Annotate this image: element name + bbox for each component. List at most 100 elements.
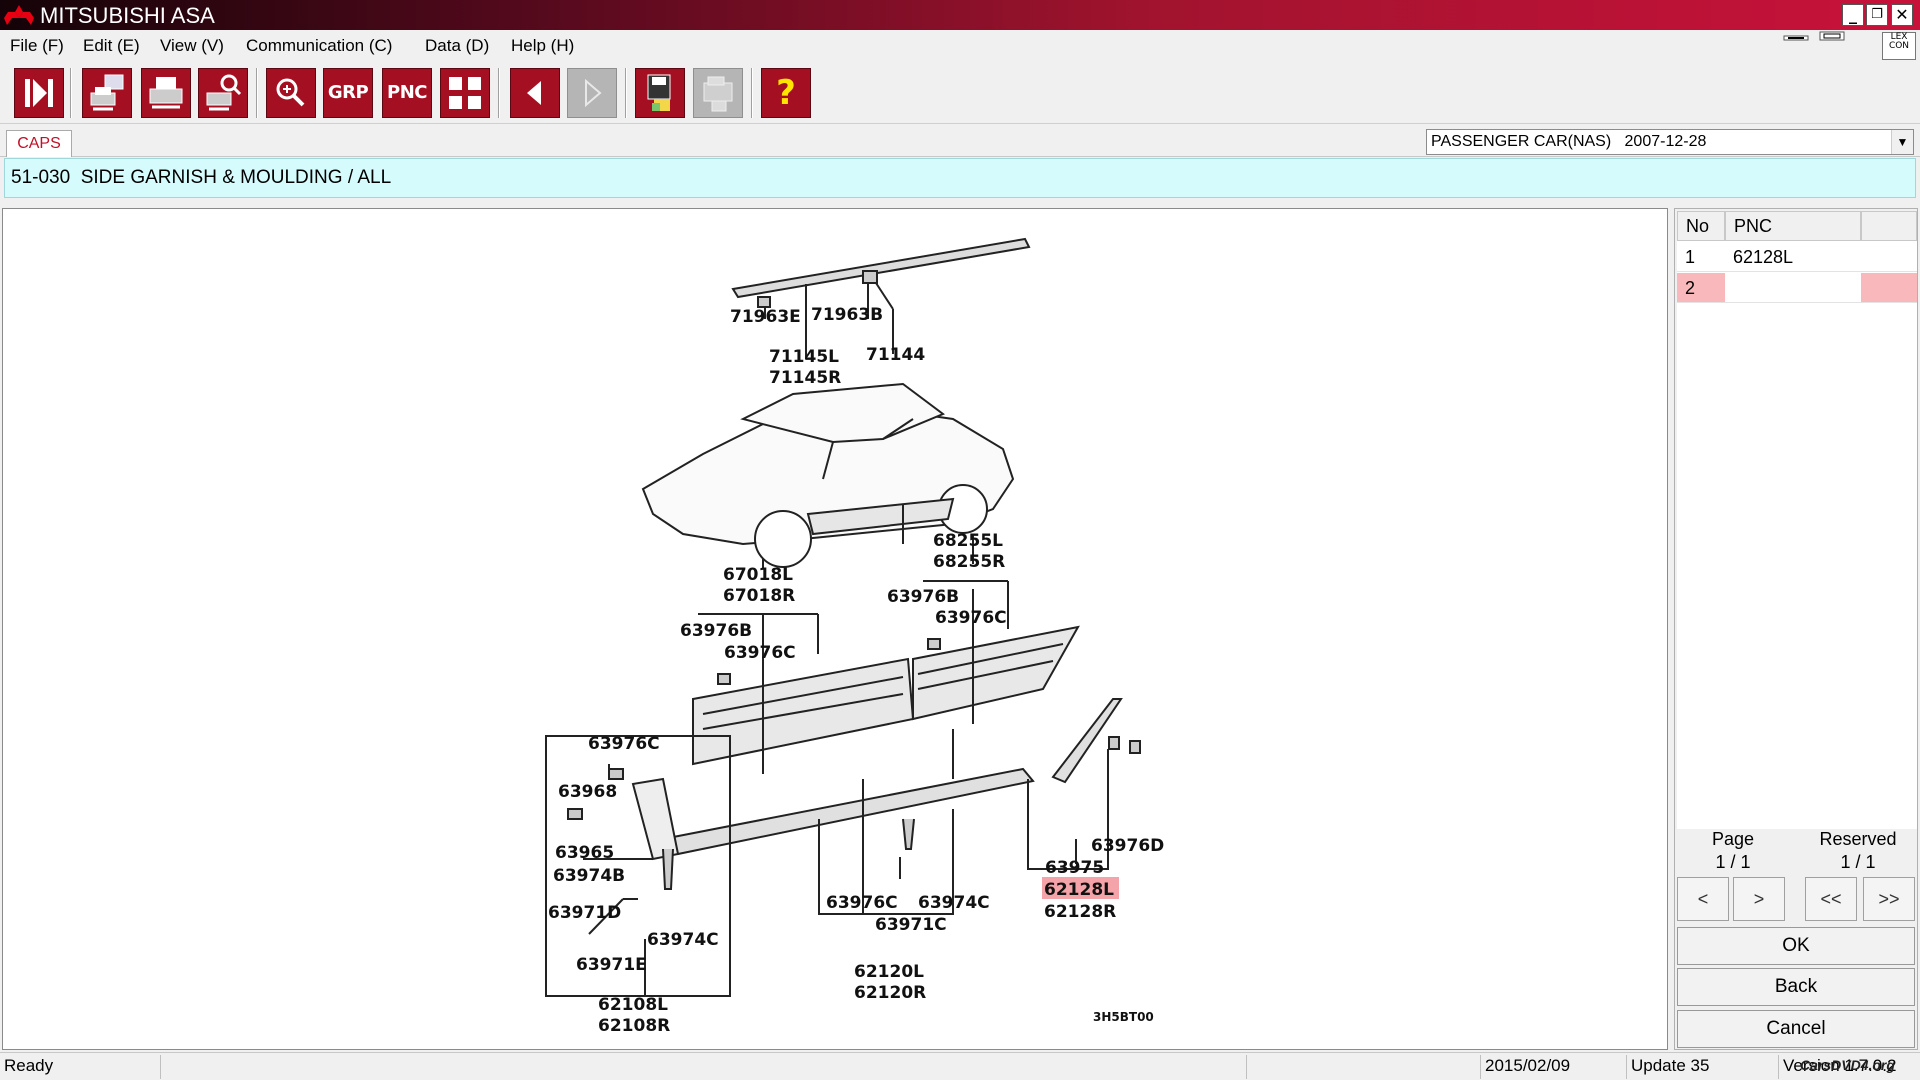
callout-62128r[interactable]: 62128R [1044,902,1116,922]
print-search-button[interactable] [198,68,248,118]
callout-62120l[interactable]: 62120L [854,962,924,982]
menu-file[interactable]: File (F) [10,36,64,55]
next-button[interactable] [567,68,617,118]
help-button[interactable]: ? [761,68,811,118]
callout-63974b[interactable]: 63974B [553,866,625,886]
callout-62108r[interactable]: 62108R [598,1016,670,1036]
table-row-1-no[interactable]: 1 [1677,242,1725,272]
model-select[interactable]: PASSENGER CAR(NAS) 2007-12-28 ▼ [1426,129,1914,155]
callout-63971e[interactable]: 63971E [576,955,647,975]
callout-63976d[interactable]: 63976D [1091,836,1164,856]
toolbar-separator [751,68,753,118]
column-header-pnc[interactable]: PNC [1725,211,1861,241]
callout-63971c[interactable]: 63971C [875,915,947,935]
save-icon [647,74,671,111]
minimize-button[interactable]: _ [1842,4,1864,26]
callout-71144[interactable]: 71144 [866,345,925,365]
callout-62108l[interactable]: 62108L [598,995,668,1015]
callout-63976c-right[interactable]: 63976C [935,608,1007,628]
grp-button[interactable]: GRP [323,68,373,118]
callout-63976b-left[interactable]: 63976B [680,621,752,641]
page-prev-button[interactable]: < [1677,877,1729,921]
menu-data[interactable]: Data (D) [425,36,490,55]
page-next-button[interactable]: > [1733,877,1785,921]
print-button[interactable] [141,68,191,118]
callout-63975[interactable]: 63975 [1045,858,1104,878]
grid-icon [449,77,481,109]
callout-63976c-center[interactable]: 63976C [826,893,898,913]
ok-button[interactable]: OK [1677,927,1915,965]
table-row-1-pnc[interactable]: 62128L [1725,242,1861,272]
back-button[interactable]: Back [1677,968,1915,1006]
grid-button[interactable] [440,68,490,118]
diagram-illustration[interactable]: 71963E 71963B 71145L 71145R 71144 68255L… [3,209,1667,1049]
section-title: 51-030 SIDE GARNISH & MOULDING / ALL [11,167,392,188]
restore-button[interactable]: ❐ [1866,4,1888,26]
arrow-left-icon [527,81,541,105]
close-button[interactable]: ✕ [1891,4,1913,26]
menu-help[interactable]: Help (H) [511,36,575,55]
menu-communication[interactable]: Communication (C) [246,36,393,55]
callout-62120r[interactable]: 62120R [854,983,926,1003]
table-row-2-pnc[interactable] [1725,273,1861,303]
table-row-2-no[interactable]: 2 [1677,273,1725,303]
illustration-code: 3H5BT00 [1093,1010,1154,1024]
status-empty-2 [1246,1055,1478,1079]
watermark: CarsDVD4.org [1800,1057,1895,1073]
callout-63968[interactable]: 63968 [558,782,617,802]
callout-71145l[interactable]: 71145L [769,347,839,367]
print-preview-button[interactable] [82,68,132,118]
status-version: Version 1.7.0.2 [1778,1055,1920,1079]
toolbar-separator [498,68,500,118]
toolbar-separator [70,68,72,118]
callout-71963e[interactable]: 71963E [730,307,801,327]
callout-68255r[interactable]: 68255R [933,552,1005,572]
callout-63976c-box[interactable]: 63976C [588,734,660,754]
callout-71963b[interactable]: 71963B [811,305,883,325]
table-row-2-extra[interactable] [1861,273,1917,303]
exit-button[interactable] [14,68,64,118]
save-button[interactable] [635,68,685,118]
callout-63976b-right[interactable]: 63976B [887,587,959,607]
callout-63974c-center[interactable]: 63974C [918,893,990,913]
zoom-button[interactable] [266,68,316,118]
mdi-controls-icon[interactable] [1780,30,1850,60]
column-header-no[interactable]: No [1677,211,1725,241]
status-empty-1 [160,1055,242,1079]
lex-con-icon[interactable]: LEX CON [1882,32,1916,60]
column-header-extra[interactable] [1861,211,1917,241]
cancel-button[interactable]: Cancel [1677,1010,1915,1048]
printer-icon [149,77,183,109]
tab-caps[interactable]: CAPS [6,130,72,157]
model-select-value: PASSENGER CAR(NAS) 2007-12-28 [1431,133,1707,150]
reserved-value: 1 / 1 [1840,852,1876,872]
callout-71145r[interactable]: 71145R [769,368,841,388]
callout-62128l[interactable]: 62128L [1044,880,1114,900]
callout-63965[interactable]: 63965 [555,843,614,863]
parts-diagram[interactable]: 71963E 71963B 71145L 71145R 71144 68255L… [2,208,1668,1050]
callout-67018r[interactable]: 67018R [723,586,795,606]
status-date: 2015/02/09 [1480,1055,1622,1079]
previous-button[interactable] [510,68,560,118]
open-icon [703,76,733,112]
status-update: Update 35 [1626,1055,1776,1079]
open-button[interactable] [693,68,743,118]
page-first-button[interactable]: << [1805,877,1857,921]
table-row-1-extra[interactable] [1861,242,1917,272]
chevron-down-icon[interactable]: ▼ [1891,130,1913,154]
menu-view[interactable]: View (V) [160,36,224,55]
print-search-icon [206,74,242,111]
callout-63971d[interactable]: 63971D [548,903,621,923]
menu-edit[interactable]: Edit (E) [83,36,140,55]
page-last-button[interactable]: >> [1863,877,1915,921]
toolbar-separator [625,68,627,118]
pnc-button[interactable]: PNC [382,68,432,118]
print-preview-icon [90,74,124,111]
callout-68255l[interactable]: 68255L [933,531,1003,551]
callout-63976c-left[interactable]: 63976C [724,643,796,663]
page-label: Page [1711,829,1755,849]
status-bar: Ready 2015/02/09 Update 35 Version 1.7.0… [0,1052,1920,1080]
callout-63974c-box[interactable]: 63974C [647,930,719,950]
callout-67018l[interactable]: 67018L [723,565,793,585]
